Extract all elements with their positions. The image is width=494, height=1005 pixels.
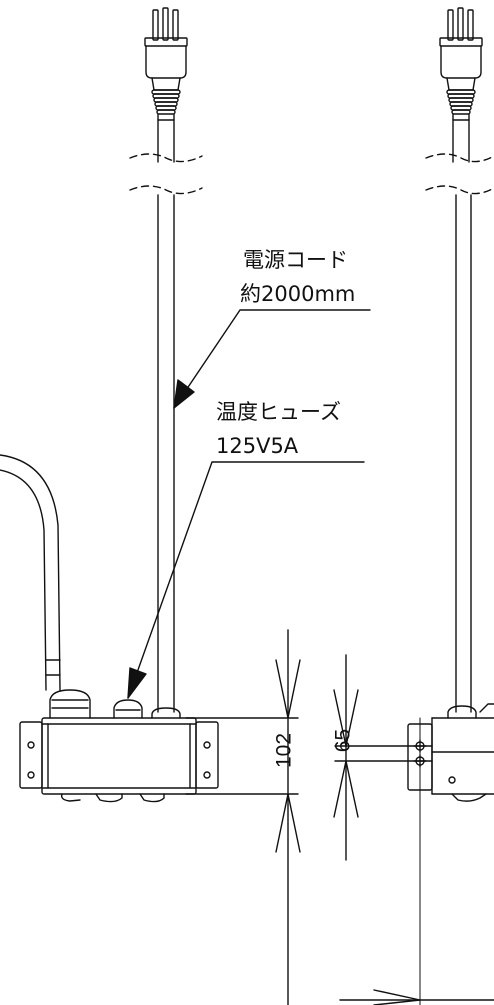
controller-box-left [19,689,219,803]
outlet-cord [0,469,47,691]
fuse-title-label: 温度ヒューズ [216,400,341,424]
break-line [425,185,494,195]
break-line [129,153,203,163]
leader-arrow-fuse [127,667,147,699]
leader-arrow-cord [173,379,195,409]
dimension-value-102: 102 [272,732,296,769]
controller-box-right [407,703,494,802]
leader-line-cord [173,309,371,409]
plug-right [439,7,483,121]
break-line [425,153,494,163]
dimension-height-left [185,629,301,1005]
leader-line-fuse [127,461,365,699]
outlet-cord [0,454,61,691]
dimension-value-65: 65 [331,728,355,753]
plug-left [144,7,188,121]
dimension-arrow-bottom [373,989,421,1005]
cord-title-label: 電源コード [243,248,348,272]
fuse-rating-label: 125V5A [216,434,299,458]
break-line [129,185,203,195]
cord-length-label: 約2000mm [240,282,356,306]
